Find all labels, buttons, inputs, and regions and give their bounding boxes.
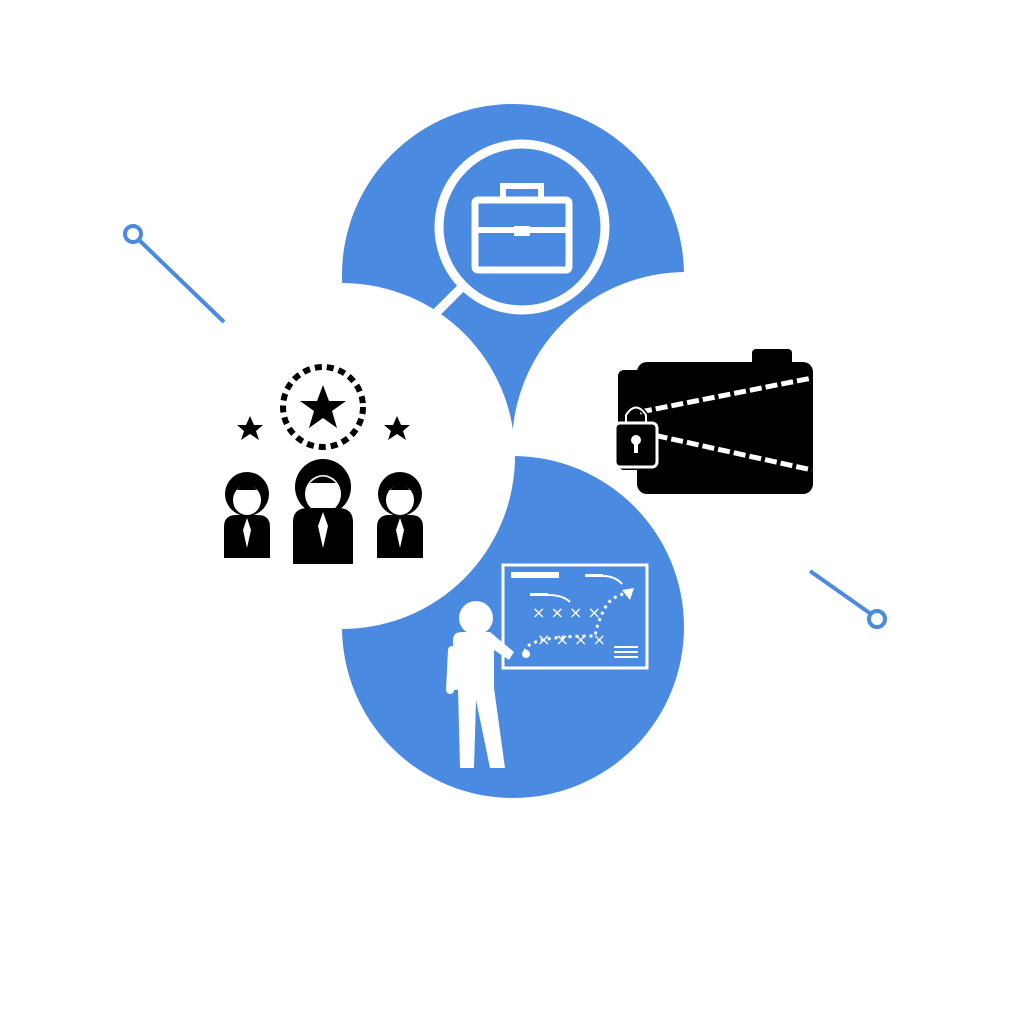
strategy-planning-icon: × × × × × × × × — [446, 563, 649, 768]
svg-text:× × × ×: × × × × — [537, 630, 606, 649]
connector-left — [123, 224, 226, 324]
svg-text:× × × ×: × × × × — [532, 603, 601, 622]
connector-right — [808, 569, 887, 629]
locked-briefcase-icon — [613, 349, 813, 494]
talent-rating-icon — [224, 364, 423, 564]
job-search-icon — [383, 139, 610, 366]
